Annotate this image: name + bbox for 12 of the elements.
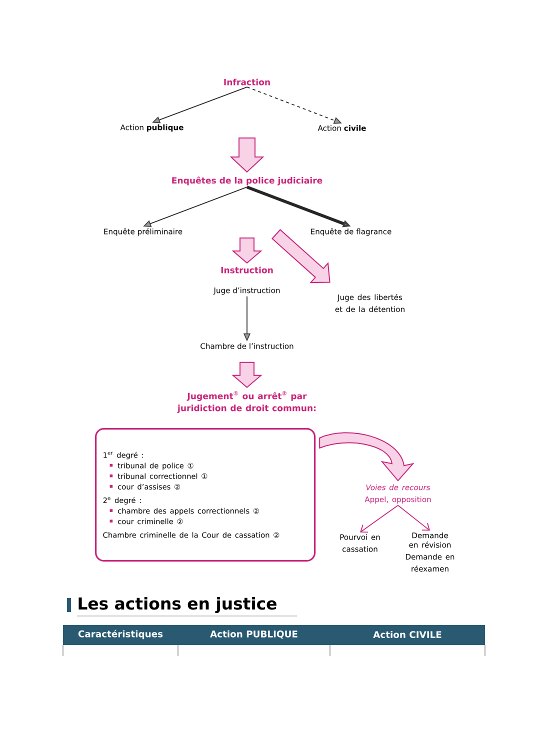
table-header: Caractéristiques <box>78 630 163 640</box>
block-arrow <box>271 229 330 284</box>
arrow <box>360 504 398 533</box>
table-header: Action CIVILE <box>373 630 442 638</box>
heading-text: Infraction <box>224 78 270 86</box>
table-header: Action PUBLIQUE <box>210 630 298 639</box>
arrow <box>398 504 430 531</box>
heading-text: Enquêtes de la police judiciaire <box>172 176 322 186</box>
heading-text: Les actions en justice <box>78 597 276 614</box>
curved-block-arrow <box>319 432 414 482</box>
heading-text: Jugement$^{①}$ ou arrêt$^{②}$ par juridiction de droit commun: <box>177 391 316 413</box>
heading-text: Instruction <box>221 266 273 274</box>
